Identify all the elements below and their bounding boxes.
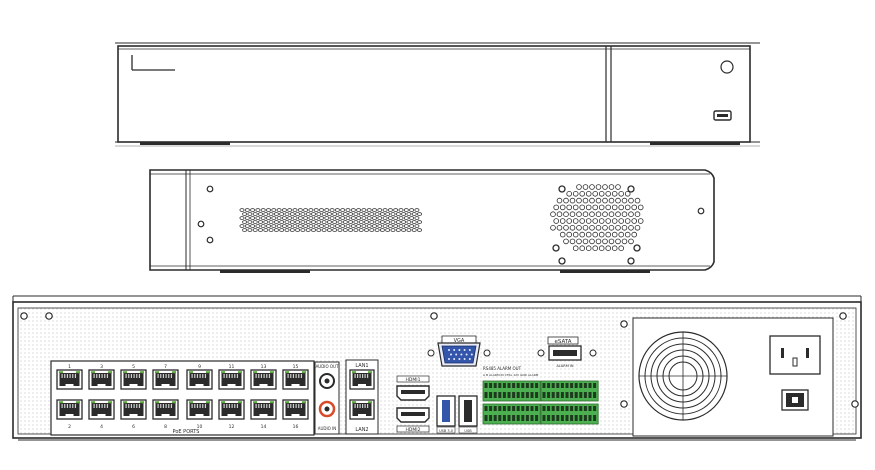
poe-port-number: 11	[229, 364, 235, 370]
front-foot-left	[140, 142, 230, 145]
esata-label: eSATA	[554, 339, 571, 345]
esata-sub-label: ALARM IN	[556, 364, 573, 368]
poe-port-number: 1	[68, 364, 71, 370]
poe-ports	[56, 369, 309, 420]
alarm-header-label: RS485 ALARM OUT	[483, 366, 522, 371]
audio-out-label: AUDIO OUT	[316, 364, 339, 369]
poe-port-bottom	[218, 399, 245, 420]
side-fan-grille	[550, 184, 644, 265]
front-foot-right	[650, 142, 740, 145]
audio-block	[314, 361, 340, 435]
poe-port-top	[120, 369, 147, 390]
usb2-label: USB	[464, 429, 472, 433]
side-panel	[149, 169, 715, 271]
poe-port-bottom	[282, 399, 309, 420]
poe-bottom-numbers: 2 4 6 8 10 12 14 16	[68, 424, 298, 430]
poe-port-number: 14	[261, 424, 267, 430]
poe-port-number: 2	[68, 424, 71, 430]
terminal-block	[540, 380, 599, 402]
poe-port-number: 10	[197, 424, 203, 430]
lan-ports	[349, 369, 375, 420]
lan1-port	[349, 369, 375, 390]
side-view	[149, 169, 715, 273]
poe-port-top	[88, 369, 115, 390]
poe-port-number: 8	[164, 424, 167, 430]
hdmi2-label: HDMI2	[406, 427, 421, 433]
poe-port-top	[186, 369, 213, 390]
poe-port-bottom	[250, 399, 277, 420]
side-screw	[206, 185, 214, 193]
poe-port-number: 7	[164, 364, 167, 370]
poe-port-top	[282, 369, 309, 390]
audio-in-label: AUDIO IN	[318, 426, 337, 431]
vga-pins	[448, 349, 473, 360]
poe-port-top	[152, 369, 179, 390]
side-screw	[627, 185, 635, 193]
side-screw	[197, 220, 205, 228]
psu-fan-icon	[638, 331, 728, 421]
ac-inlet-icon	[769, 335, 821, 375]
poe-ports-label: PoE PORTS	[173, 429, 200, 435]
poe-port-number: 12	[229, 424, 235, 430]
poe-port-top	[56, 369, 83, 390]
side-screw	[206, 236, 214, 244]
poe-port-number: 13	[261, 364, 267, 370]
front-panel	[117, 45, 751, 143]
poe-port-number: 4	[100, 424, 103, 430]
lan2-label: LAN2	[355, 427, 368, 433]
lan1-label: LAN1	[355, 363, 368, 369]
front-view	[115, 42, 760, 147]
side-screw	[627, 257, 635, 265]
poe-port-number: 6	[132, 424, 135, 430]
poe-port-number: 3	[100, 364, 103, 370]
side-screw	[558, 185, 566, 193]
usb1-label: USB 3.0	[439, 429, 453, 433]
side-screw	[558, 257, 566, 265]
hdmi1-label: HDMI1	[406, 377, 421, 383]
power-button-icon	[720, 60, 734, 74]
terminal-block	[540, 403, 599, 425]
poe-port-top	[250, 369, 277, 390]
poe-port-top	[218, 369, 245, 390]
poe-port-number: 15	[293, 364, 299, 370]
vga-label: VGA	[454, 338, 465, 344]
terminal-block	[482, 380, 541, 402]
side-vent-grille	[239, 208, 422, 232]
alarm-terminal-blocks	[482, 380, 599, 425]
terminal-block	[482, 403, 541, 425]
poe-port-bottom	[152, 399, 179, 420]
poe-port-number: 9	[198, 364, 201, 370]
poe-port-bottom	[88, 399, 115, 420]
poe-port-bottom	[120, 399, 147, 420]
poe-port-bottom	[56, 399, 83, 420]
poe-port-bottom	[186, 399, 213, 420]
side-screw	[697, 207, 705, 215]
side-screw	[633, 244, 641, 252]
lan2-port	[349, 399, 375, 420]
poe-port-number: 5	[132, 364, 135, 370]
alarm-sub-label: A B ALARM IN CTRL 12V GND ALARM	[483, 373, 539, 377]
poe-port-number: 16	[293, 424, 299, 430]
side-screw	[552, 244, 560, 252]
